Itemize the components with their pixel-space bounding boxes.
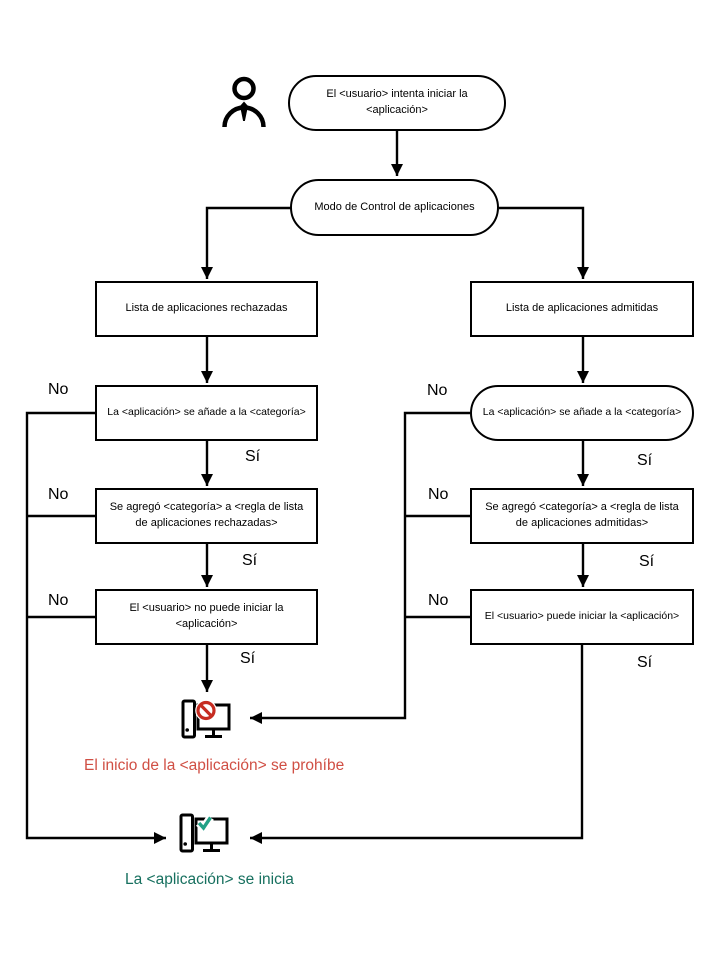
node-start: El <usuario> intenta iniciar la <aplicac… [288,75,506,131]
edge-label-no-left-2: No [48,486,69,503]
caption-started: La <aplicación> se inicia [125,871,294,888]
edge-label-no-left-1: No [48,381,69,398]
edge-label-yes-right-3: Sí [637,654,653,671]
check-icon [196,815,214,835]
edge-label-yes-left-3: Sí [240,650,256,667]
computer-blocked-icon [181,699,231,739]
edge-label-no-right-2: No [428,486,449,503]
edge-label-yes-left-1: Sí [245,448,261,465]
edge-label-no-right-1: No [427,382,448,399]
edge-mode-denylist [201,206,291,279]
node-allow-list: Lista de aplicaciones admitidas [470,281,694,337]
node-mode: Modo de Control de aplicaciones [290,179,499,236]
edge-right-no-collector [250,411,470,724]
edge-label-no-right-3: No [428,592,449,609]
user-icon [222,76,266,128]
edge-label-yes-right-2: Sí [639,553,655,570]
edge-label-yes-left-2: Sí [242,552,258,569]
node-deny-category: La <aplicación> se añade a la <categoría… [95,385,318,441]
node-allow-rule: Se agregó <categoría> a <regla de lista … [470,488,694,544]
edge-label-yes-right-1: Sí [637,452,653,469]
edge-mode-allowlist [499,206,589,279]
prohibition-icon [195,699,217,722]
node-deny-result: El <usuario> no puede iniciar la <aplica… [95,589,318,645]
edge-left-no-collector [25,411,166,844]
node-deny-rule: Se agregó <categoría> a <regla de lista … [95,488,318,544]
computer-started-icon [179,813,229,853]
edge-allowresult-started-yes [250,645,584,844]
caption-blocked: El inicio de la <aplicación> se prohíbe [84,757,345,774]
node-allow-result: El <usuario> puede iniciar la <aplicació… [470,589,694,645]
node-allow-category: La <aplicación> se añade a la <categoría… [470,385,694,441]
edge-label-no-left-3: No [48,592,69,609]
node-deny-list: Lista de aplicaciones rechazadas [95,281,318,337]
